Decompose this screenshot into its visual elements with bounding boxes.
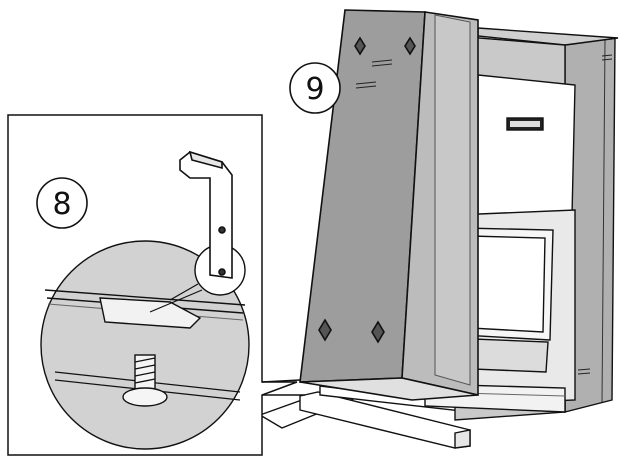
bracket-clip — [99, 297, 202, 329]
brand-logo — [506, 117, 544, 131]
front-door-panel — [299, 9, 613, 401]
screw-icon — [122, 354, 168, 407]
detail-inset: 8 — [7, 114, 305, 456]
stove-upper-body — [477, 74, 576, 221]
panel-bolts — [318, 36, 416, 344]
stove-body — [424, 27, 619, 421]
firebox-door — [455, 227, 554, 341]
step-8-label: 8 — [52, 187, 71, 222]
step-9-callout: 9 — [289, 62, 341, 114]
vent-marks — [355, 54, 613, 375]
magnifier-circle — [40, 240, 250, 450]
step-9-label: 9 — [305, 72, 324, 107]
hanging-bracket — [179, 150, 233, 279]
